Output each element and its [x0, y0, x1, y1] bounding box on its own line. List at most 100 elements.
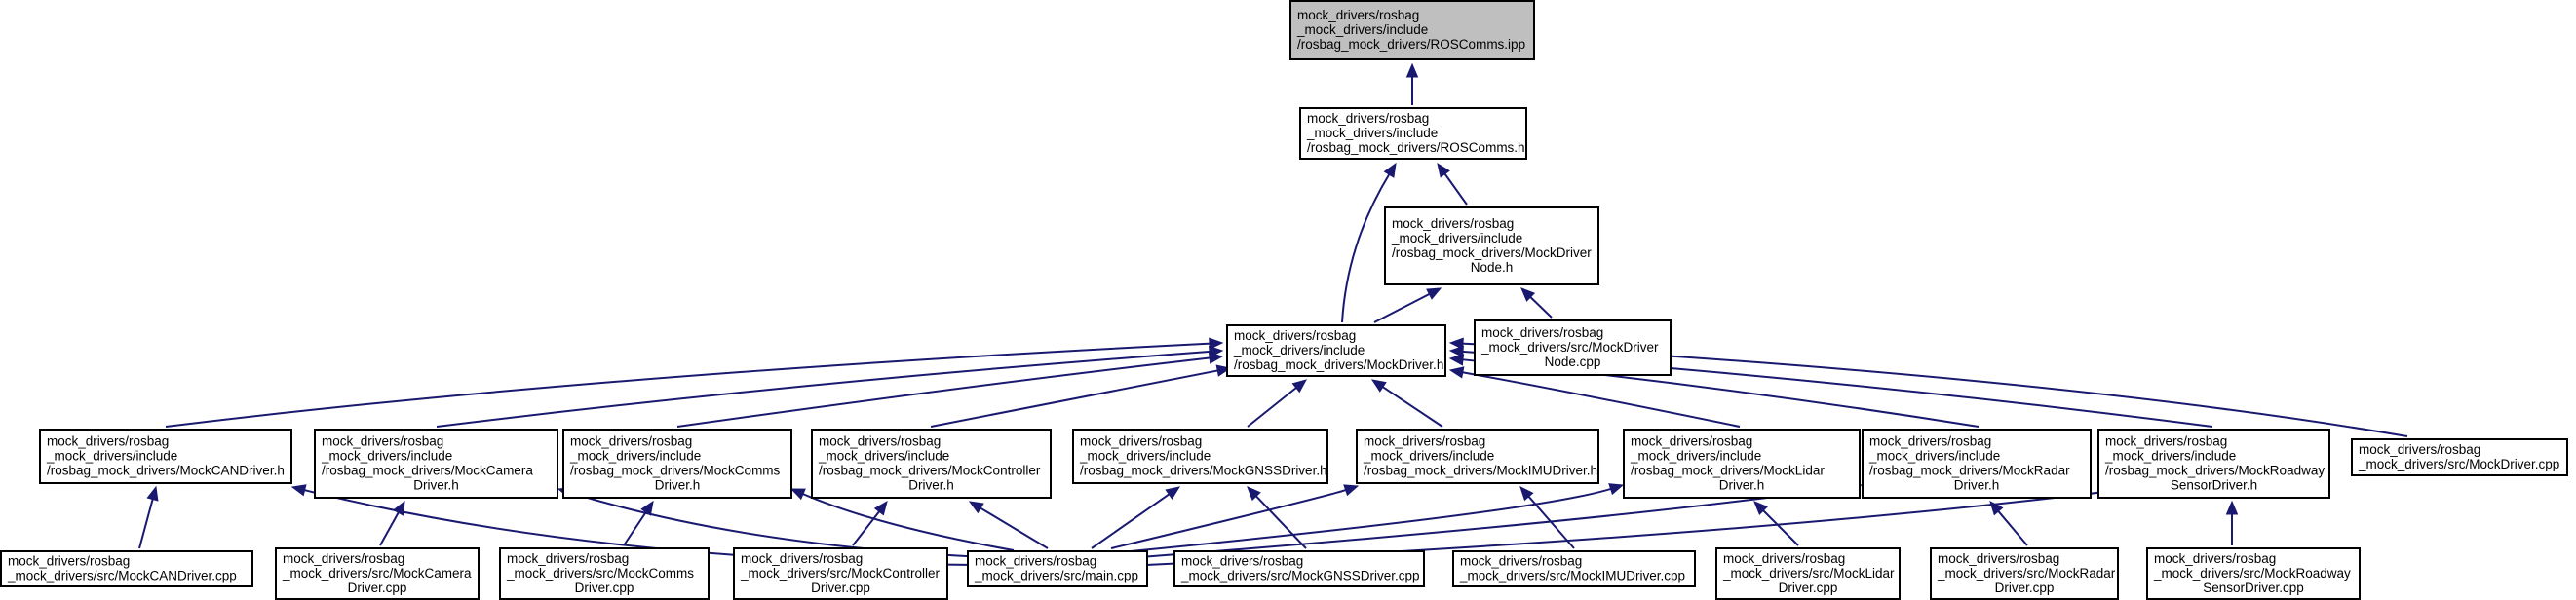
- node-box[interactable]: [0, 550, 253, 587]
- node-box[interactable]: [733, 547, 948, 600]
- node-label-line: mock_drivers/rosbag: [1307, 111, 1429, 126]
- node-box[interactable]: [2097, 429, 2330, 499]
- node-label-line: mock_drivers/rosbag: [507, 551, 629, 566]
- node-box[interactable]: [1623, 429, 1861, 499]
- file-node-n8[interactable]: mock_drivers/rosbag_mock_drivers/include…: [811, 429, 1052, 499]
- edge-line: [1381, 385, 1443, 428]
- node-box[interactable]: [39, 429, 292, 484]
- file-node-n7[interactable]: mock_drivers/rosbag_mock_drivers/include…: [562, 429, 792, 499]
- node-label-line: _mock_drivers/src/MockCamera: [282, 566, 472, 581]
- file-node-n4[interactable]: mock_drivers/rosbag_mock_drivers/src/Moc…: [1474, 319, 1672, 376]
- node-box[interactable]: [314, 429, 558, 499]
- file-node-n19[interactable]: mock_drivers/rosbag_mock_drivers/src/mai…: [967, 550, 1148, 587]
- arrowhead: [1291, 379, 1307, 394]
- node-label-line: Driver.cpp: [575, 581, 634, 595]
- node-box[interactable]: [2351, 438, 2568, 476]
- file-node-n17[interactable]: mock_drivers/rosbag_mock_drivers/src/Moc…: [499, 547, 710, 600]
- file-node-n5[interactable]: mock_drivers/rosbag_mock_drivers/include…: [39, 429, 292, 484]
- node-box[interactable]: [499, 547, 710, 600]
- node-label-line: Driver.h: [1719, 478, 1765, 493]
- file-node-n22[interactable]: mock_drivers/rosbag_mock_drivers/src/Moc…: [1715, 547, 1901, 600]
- file-node-n11[interactable]: mock_drivers/rosbag_mock_drivers/include…: [1623, 429, 1861, 499]
- node-label-line: Driver.cpp: [1779, 581, 1838, 595]
- edge-line: [1761, 508, 1799, 546]
- node-box[interactable]: [562, 429, 792, 499]
- arrowhead: [1520, 287, 1536, 302]
- arrowhead: [1405, 62, 1419, 78]
- file-node-n14[interactable]: mock_drivers/rosbag_mock_drivers/src/Moc…: [2351, 438, 2568, 476]
- node-label-line: Driver.h: [1954, 478, 2000, 493]
- node-box[interactable]: [1226, 324, 1446, 377]
- node-box[interactable]: [1474, 319, 1672, 376]
- file-node-n2[interactable]: mock_drivers/rosbag_mock_drivers/include…: [1384, 206, 1599, 285]
- edge-n24-to-n13: [2225, 500, 2239, 545]
- arrowhead: [1247, 486, 1261, 502]
- file-node-n13[interactable]: mock_drivers/rosbag_mock_drivers/include…: [2097, 429, 2330, 499]
- node-box[interactable]: [275, 547, 480, 600]
- node-label-line: Driver.h: [413, 478, 459, 493]
- edge-n19-to-n7: [789, 488, 1015, 551]
- file-node-n16[interactable]: mock_drivers/rosbag_mock_drivers/src/Moc…: [275, 547, 480, 600]
- node-box[interactable]: [1173, 550, 1425, 587]
- node-label-line: /rosbag_mock_drivers/ROSComms.ipp: [1297, 37, 1525, 52]
- node-box[interactable]: [1930, 547, 2119, 600]
- node-label-line: mock_drivers/rosbag: [8, 554, 130, 569]
- node-box[interactable]: [967, 550, 1148, 587]
- node-box[interactable]: [811, 429, 1052, 499]
- file-node-n9[interactable]: mock_drivers/rosbag_mock_drivers/include…: [1072, 429, 1328, 484]
- edge-line: [1130, 487, 1612, 552]
- node-box[interactable]: [1862, 429, 2092, 499]
- node-label-line: Driver.cpp: [348, 581, 407, 595]
- node-label-line: SensorDriver.h: [2171, 478, 2257, 493]
- file-node-n21[interactable]: mock_drivers/rosbag_mock_drivers/src/Moc…: [1452, 550, 1696, 587]
- file-node-n0[interactable]: mock_drivers/rosbag_mock_drivers/include…: [1289, 0, 1535, 60]
- node-label-line: _mock_drivers/src/MockDriver: [1480, 340, 1659, 355]
- node-label-line: _mock_drivers/include: [1233, 343, 1365, 357]
- edge-line: [1528, 295, 1553, 319]
- node-box[interactable]: [1299, 107, 1527, 160]
- node-box[interactable]: [1715, 547, 1901, 600]
- file-node-n24[interactable]: mock_drivers/rosbag_mock_drivers/src/Moc…: [2146, 547, 2361, 600]
- edge-n19-to-n9: [1091, 486, 1181, 549]
- edge-n23-to-n12: [1989, 501, 2028, 546]
- node-label-line: _mock_drivers/src/MockRadar: [1937, 566, 2116, 581]
- file-node-n23[interactable]: mock_drivers/rosbag_mock_drivers/src/Moc…: [1930, 547, 2119, 600]
- file-node-n3[interactable]: mock_drivers/rosbag_mock_drivers/include…: [1226, 324, 1446, 377]
- node-label-line: /rosbag_mock_drivers/MockDriver: [1392, 245, 1592, 260]
- arrowhead: [1519, 486, 1534, 502]
- node-label-line: _mock_drivers/include: [818, 449, 949, 464]
- edge-n3-to-n1: [1341, 162, 1397, 323]
- arrowhead: [1426, 287, 1442, 300]
- file-node-n10[interactable]: mock_drivers/rosbag_mock_drivers/include…: [1356, 429, 1599, 484]
- node-label-line: /rosbag_mock_drivers/MockCamera: [322, 464, 533, 478]
- edge-n2-to-n1: [1437, 162, 1468, 206]
- file-node-n1[interactable]: mock_drivers/rosbag_mock_drivers/include…: [1299, 107, 1527, 160]
- edge-n15-to-n5: [138, 485, 159, 549]
- node-label-line: mock_drivers/rosbag: [570, 434, 692, 449]
- arrowhead: [640, 500, 654, 516]
- edge-n11-to-n3: [1448, 366, 1741, 428]
- arrowhead: [1208, 352, 1224, 364]
- edge-line: [623, 510, 648, 546]
- edge-line: [379, 511, 401, 546]
- node-box[interactable]: [1072, 429, 1328, 484]
- arrowhead: [290, 484, 307, 497]
- node-box[interactable]: [1356, 429, 1599, 484]
- root-node-box[interactable]: [1289, 0, 1535, 60]
- node-label-line: mock_drivers/rosbag: [975, 554, 1096, 569]
- arrowhead: [1448, 354, 1465, 366]
- file-node-n12[interactable]: mock_drivers/rosbag_mock_drivers/include…: [1862, 429, 2092, 499]
- node-label-line: Driver.h: [655, 478, 701, 493]
- edge-n21-to-n10: [1519, 486, 1575, 549]
- file-node-n18[interactable]: mock_drivers/rosbag_mock_drivers/src/Moc…: [733, 547, 948, 600]
- file-node-n15[interactable]: mock_drivers/rosbag_mock_drivers/src/Moc…: [0, 550, 253, 587]
- edge-line: [979, 506, 1049, 549]
- node-box[interactable]: [1384, 206, 1599, 285]
- file-node-n6[interactable]: mock_drivers/rosbag_mock_drivers/include…: [314, 429, 558, 499]
- edge-line: [138, 498, 154, 549]
- file-node-n20[interactable]: mock_drivers/rosbag_mock_drivers/src/Moc…: [1173, 550, 1425, 587]
- node-box[interactable]: [1452, 550, 1696, 587]
- arrowhead: [1448, 345, 1464, 358]
- edge-n3-to-n2: [1373, 287, 1442, 323]
- node-box[interactable]: [2146, 547, 2361, 600]
